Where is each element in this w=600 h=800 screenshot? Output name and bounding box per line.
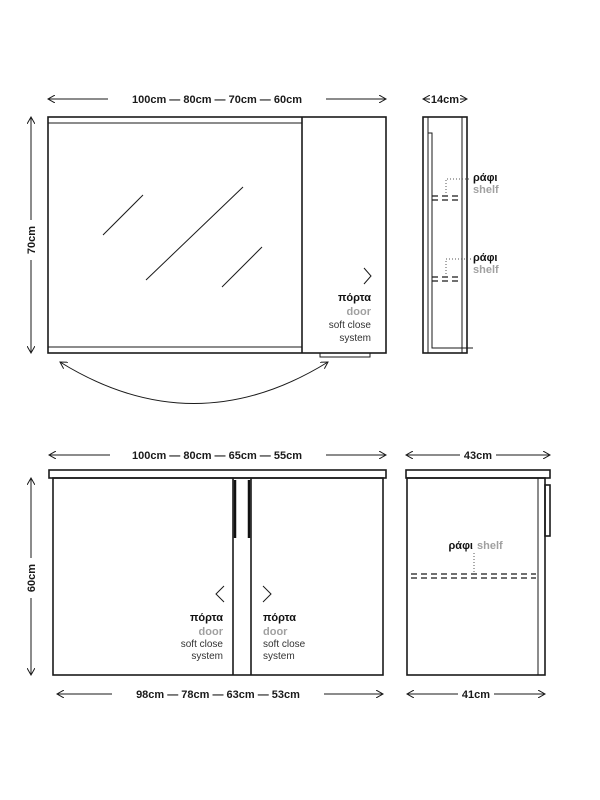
right-door-label-greek: πόρτα: [263, 612, 296, 624]
side-door-handle: [544, 484, 551, 537]
left-door-feature-1: soft close: [181, 639, 224, 650]
mirror-cabinet-side: 14cm ράφι shelf ράφι shelf: [422, 91, 499, 354]
bottom-depth-label: 41cm: [462, 689, 490, 701]
side-outline: [422, 116, 468, 354]
side-countertop: [405, 469, 551, 479]
left-door-label-english: door: [199, 626, 224, 638]
cabinet-body: [52, 477, 384, 676]
cabinet-outline: [47, 116, 387, 354]
right-door-label-english: door: [263, 626, 288, 638]
base-cabinet-front: 100cm — 80cm — 65cm — 55cm 60cm πόρτα do…: [23, 447, 386, 702]
top-depth-label: 43cm: [464, 450, 492, 462]
shelf-2-label-english: shelf: [473, 264, 499, 276]
shelf-2-label-greek: ράφι: [473, 252, 498, 264]
door-label-english: door: [347, 306, 372, 318]
door-handle: [319, 352, 371, 358]
door-label-greek: πόρτα: [338, 292, 371, 304]
top-width-label: 100cm — 80cm — 65cm — 55cm: [132, 450, 302, 462]
depth-label: 14cm: [431, 94, 459, 106]
mirror-cabinet-front: 100cm — 80cm — 70cm — 60cm 70cm πόρτα do…: [23, 91, 386, 404]
door-swing-arc: [60, 362, 328, 404]
right-door-feature-2: system: [263, 651, 295, 662]
chevron-right-icon: [363, 267, 372, 285]
left-door-label-greek: πόρτα: [190, 612, 223, 624]
shelf-label-greek: ράφι: [449, 540, 474, 552]
width-label: 100cm — 80cm — 70cm — 60cm: [132, 94, 302, 106]
right-door-feature-1: soft close: [263, 639, 306, 650]
bottom-width-label: 98cm — 78cm — 63cm — 53cm: [136, 689, 300, 701]
mirror-reflection-lines: [102, 186, 263, 288]
left-door-feature-2: system: [191, 651, 223, 662]
door-feature-1: soft close: [329, 320, 372, 331]
shelf-1-label-greek: ράφι: [473, 172, 498, 184]
height-label: 60cm: [26, 564, 38, 592]
side-body: [406, 477, 546, 676]
shelf-1-label-english: shelf: [473, 184, 499, 196]
height-label: 70cm: [26, 226, 38, 254]
shelf-label-english: shelf: [477, 540, 503, 552]
base-cabinet-side: 43cm ράφι shelf 41cm: [406, 447, 550, 702]
door-feature-2: system: [339, 333, 371, 344]
chevron-left-icon: [215, 585, 225, 603]
countertop: [48, 469, 387, 479]
chevron-right-icon: [262, 585, 272, 603]
